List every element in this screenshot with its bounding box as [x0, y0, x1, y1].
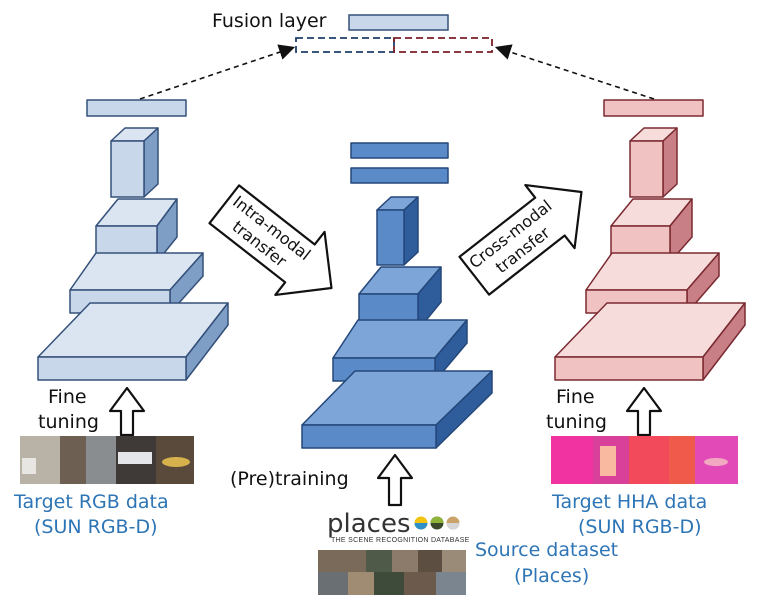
- places-thumb-6: [318, 572, 348, 595]
- fusion-layer: Fusion layer: [212, 10, 493, 53]
- places-logo-subtitle: THE SCENE RECOGNITION DATABASE: [331, 537, 470, 544]
- places-thumb-1: [318, 550, 366, 572]
- places-logo-word: places: [327, 509, 411, 539]
- target-hha-label-1: Target HHA data: [551, 491, 707, 513]
- fine-tuning-left-label-2: tuning: [38, 411, 99, 433]
- mid-block-1: [376, 196, 419, 266]
- target-rgb-label-1: Target RGB data: [13, 491, 169, 513]
- hha-image-strip: [551, 436, 738, 484]
- fusion-top-bar: [348, 14, 449, 31]
- target-rgb-label-2: (SUN RGB-D): [34, 516, 158, 538]
- intra-modal-transfer-arrow: Intra-modal transfer: [208, 184, 333, 297]
- left-block-4: [37, 302, 229, 381]
- fine-tuning-left-arrow: [108, 386, 146, 437]
- left-block-1: [110, 127, 159, 198]
- mid-block-4: [301, 370, 493, 449]
- right-to-fusion-arrow: [494, 44, 655, 100]
- places-thumb-7: [348, 572, 374, 595]
- rgb-image-strip: [20, 436, 194, 484]
- target-hha-label-2: (SUN RGB-D): [578, 516, 702, 538]
- pretraining-arrow: [376, 453, 414, 507]
- fine-tuning-right-label-2: tuning: [546, 411, 607, 433]
- source-dataset-label-2: (Places): [514, 565, 589, 587]
- middle-network: [301, 142, 493, 449]
- right-block-1: [629, 127, 678, 198]
- left-to-fusion-arrow: [139, 44, 296, 100]
- hollow-arrow-icon: [458, 183, 583, 296]
- hha-thumb-4: [669, 436, 695, 484]
- places-logo: places THE SCENE RECOGNITION DATABASE: [327, 509, 470, 544]
- left-network: [37, 99, 229, 381]
- pretraining-label: (Pre)training: [230, 468, 349, 490]
- mid-fc-bar-2: [350, 167, 449, 184]
- fine-tuning-left-label-1: Fine: [48, 386, 87, 408]
- left-fc-bar: [86, 99, 187, 117]
- places-image-grid: [318, 550, 466, 595]
- mid-fc-bar-1: [350, 142, 449, 159]
- right-block-4: [554, 302, 746, 381]
- places-thumb-8: [374, 572, 404, 595]
- hha-thumb-3: [629, 436, 669, 484]
- rgb-thumb-3: [86, 436, 116, 484]
- fusion-left-dashed-bar: [295, 37, 395, 53]
- hollow-arrow-icon: [208, 184, 333, 297]
- places-thumb-10: [436, 572, 466, 595]
- hha-thumb-1: [551, 436, 593, 484]
- right-network: [554, 99, 746, 381]
- places-thumb-3: [392, 550, 418, 572]
- places-thumb-9: [404, 572, 436, 595]
- rgb-thumb-2: [60, 436, 86, 484]
- places-thumb-5: [442, 550, 466, 572]
- fusion-layer-label: Fusion layer: [212, 10, 327, 32]
- fusion-right-dashed-bar: [393, 37, 493, 53]
- fine-tuning-right-label-1: Fine: [556, 386, 595, 408]
- places-thumb-2: [366, 550, 392, 572]
- source-dataset-label-1: Source dataset: [475, 539, 618, 561]
- fine-tuning-right-arrow: [625, 386, 663, 437]
- places-thumb-4: [418, 550, 442, 572]
- places-logo-dots-icon: [414, 516, 460, 530]
- cross-modal-transfer-arrow: Cross-modal transfer: [458, 183, 583, 296]
- right-fc-bar: [603, 99, 704, 117]
